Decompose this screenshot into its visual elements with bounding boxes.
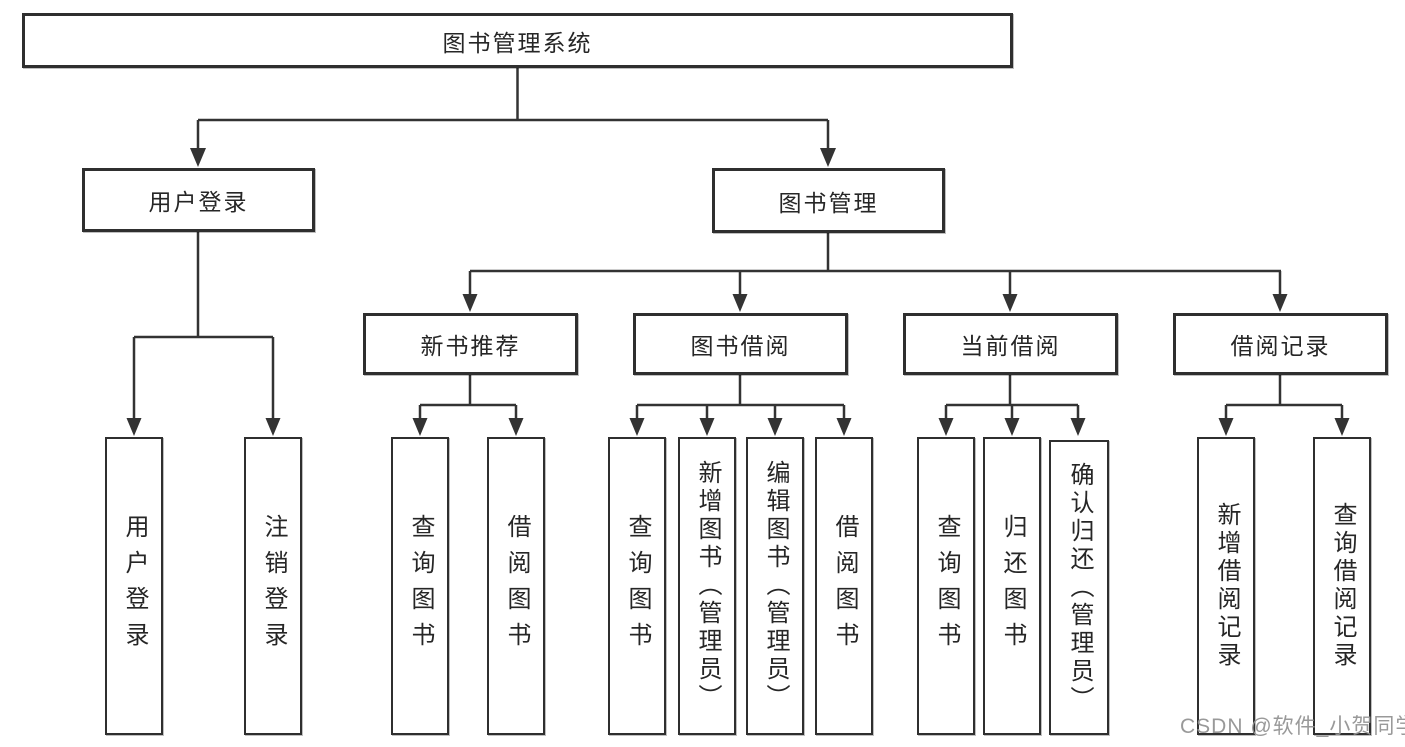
node-user-login: 用户登录 [82,168,315,232]
node-label: 查询借阅记录 [1329,502,1356,670]
node-label: 图书管理系统 [442,29,593,56]
leaf-user-login: 用户登录 [105,437,163,735]
node-label: 确认归还（管理员） [1066,461,1093,714]
node-label: 图书管理 [778,189,879,216]
node-book-borrowing: 图书借阅 [633,313,848,375]
node-label: 查询图书 [933,514,960,658]
node-library-management-system: 图书管理系统 [22,13,1013,68]
node-label: 新书推荐 [420,333,521,359]
leaf-borrow-books: 借阅图书 [815,437,873,735]
node-label: 图书借阅 [690,333,791,359]
node-label: 新增图书（管理员） [694,460,721,712]
node-label: 查询图书 [624,514,651,658]
node-label: 当前借阅 [960,333,1061,359]
leaf-add-borrow-record: 新增借阅记录 [1197,437,1255,735]
node-label: 查询图书 [407,514,434,658]
leaf-borrow-books-recommend: 借阅图书 [487,437,545,735]
leaf-query-books-recommend: 查询图书 [391,437,449,735]
leaf-logout: 注销登录 [244,437,302,735]
node-label: 用户登录 [148,189,249,215]
node-current-borrowing: 当前借阅 [903,313,1118,375]
leaf-return-books: 归还图书 [983,437,1041,735]
node-label: 用户登录 [121,514,148,658]
node-book-management: 图书管理 [712,168,945,233]
leaf-edit-books-admin: 编辑图书（管理员） [746,437,804,735]
leaf-query-borrow-record: 查询借阅记录 [1313,437,1371,735]
node-label: 借阅记录 [1230,333,1331,359]
node-label: 编辑图书（管理员） [762,460,789,712]
leaf-add-books-admin: 新增图书（管理员） [678,437,736,735]
node-new-book-recommend: 新书推荐 [363,313,578,375]
node-label: 借阅图书 [503,514,530,658]
node-label: 注销登录 [260,514,287,658]
node-label: 归还图书 [999,514,1026,658]
csdn-watermark: CSDN @软件_小贺同学 [1180,715,1405,738]
leaf-query-books-borrowing: 查询图书 [608,437,666,735]
leaf-confirm-return-admin: 确认归还（管理员） [1049,440,1109,735]
node-borrowing-records: 借阅记录 [1173,313,1388,375]
leaf-query-books-current: 查询图书 [917,437,975,735]
node-label: 借阅图书 [831,514,858,658]
node-label: 新增借阅记录 [1213,502,1240,670]
